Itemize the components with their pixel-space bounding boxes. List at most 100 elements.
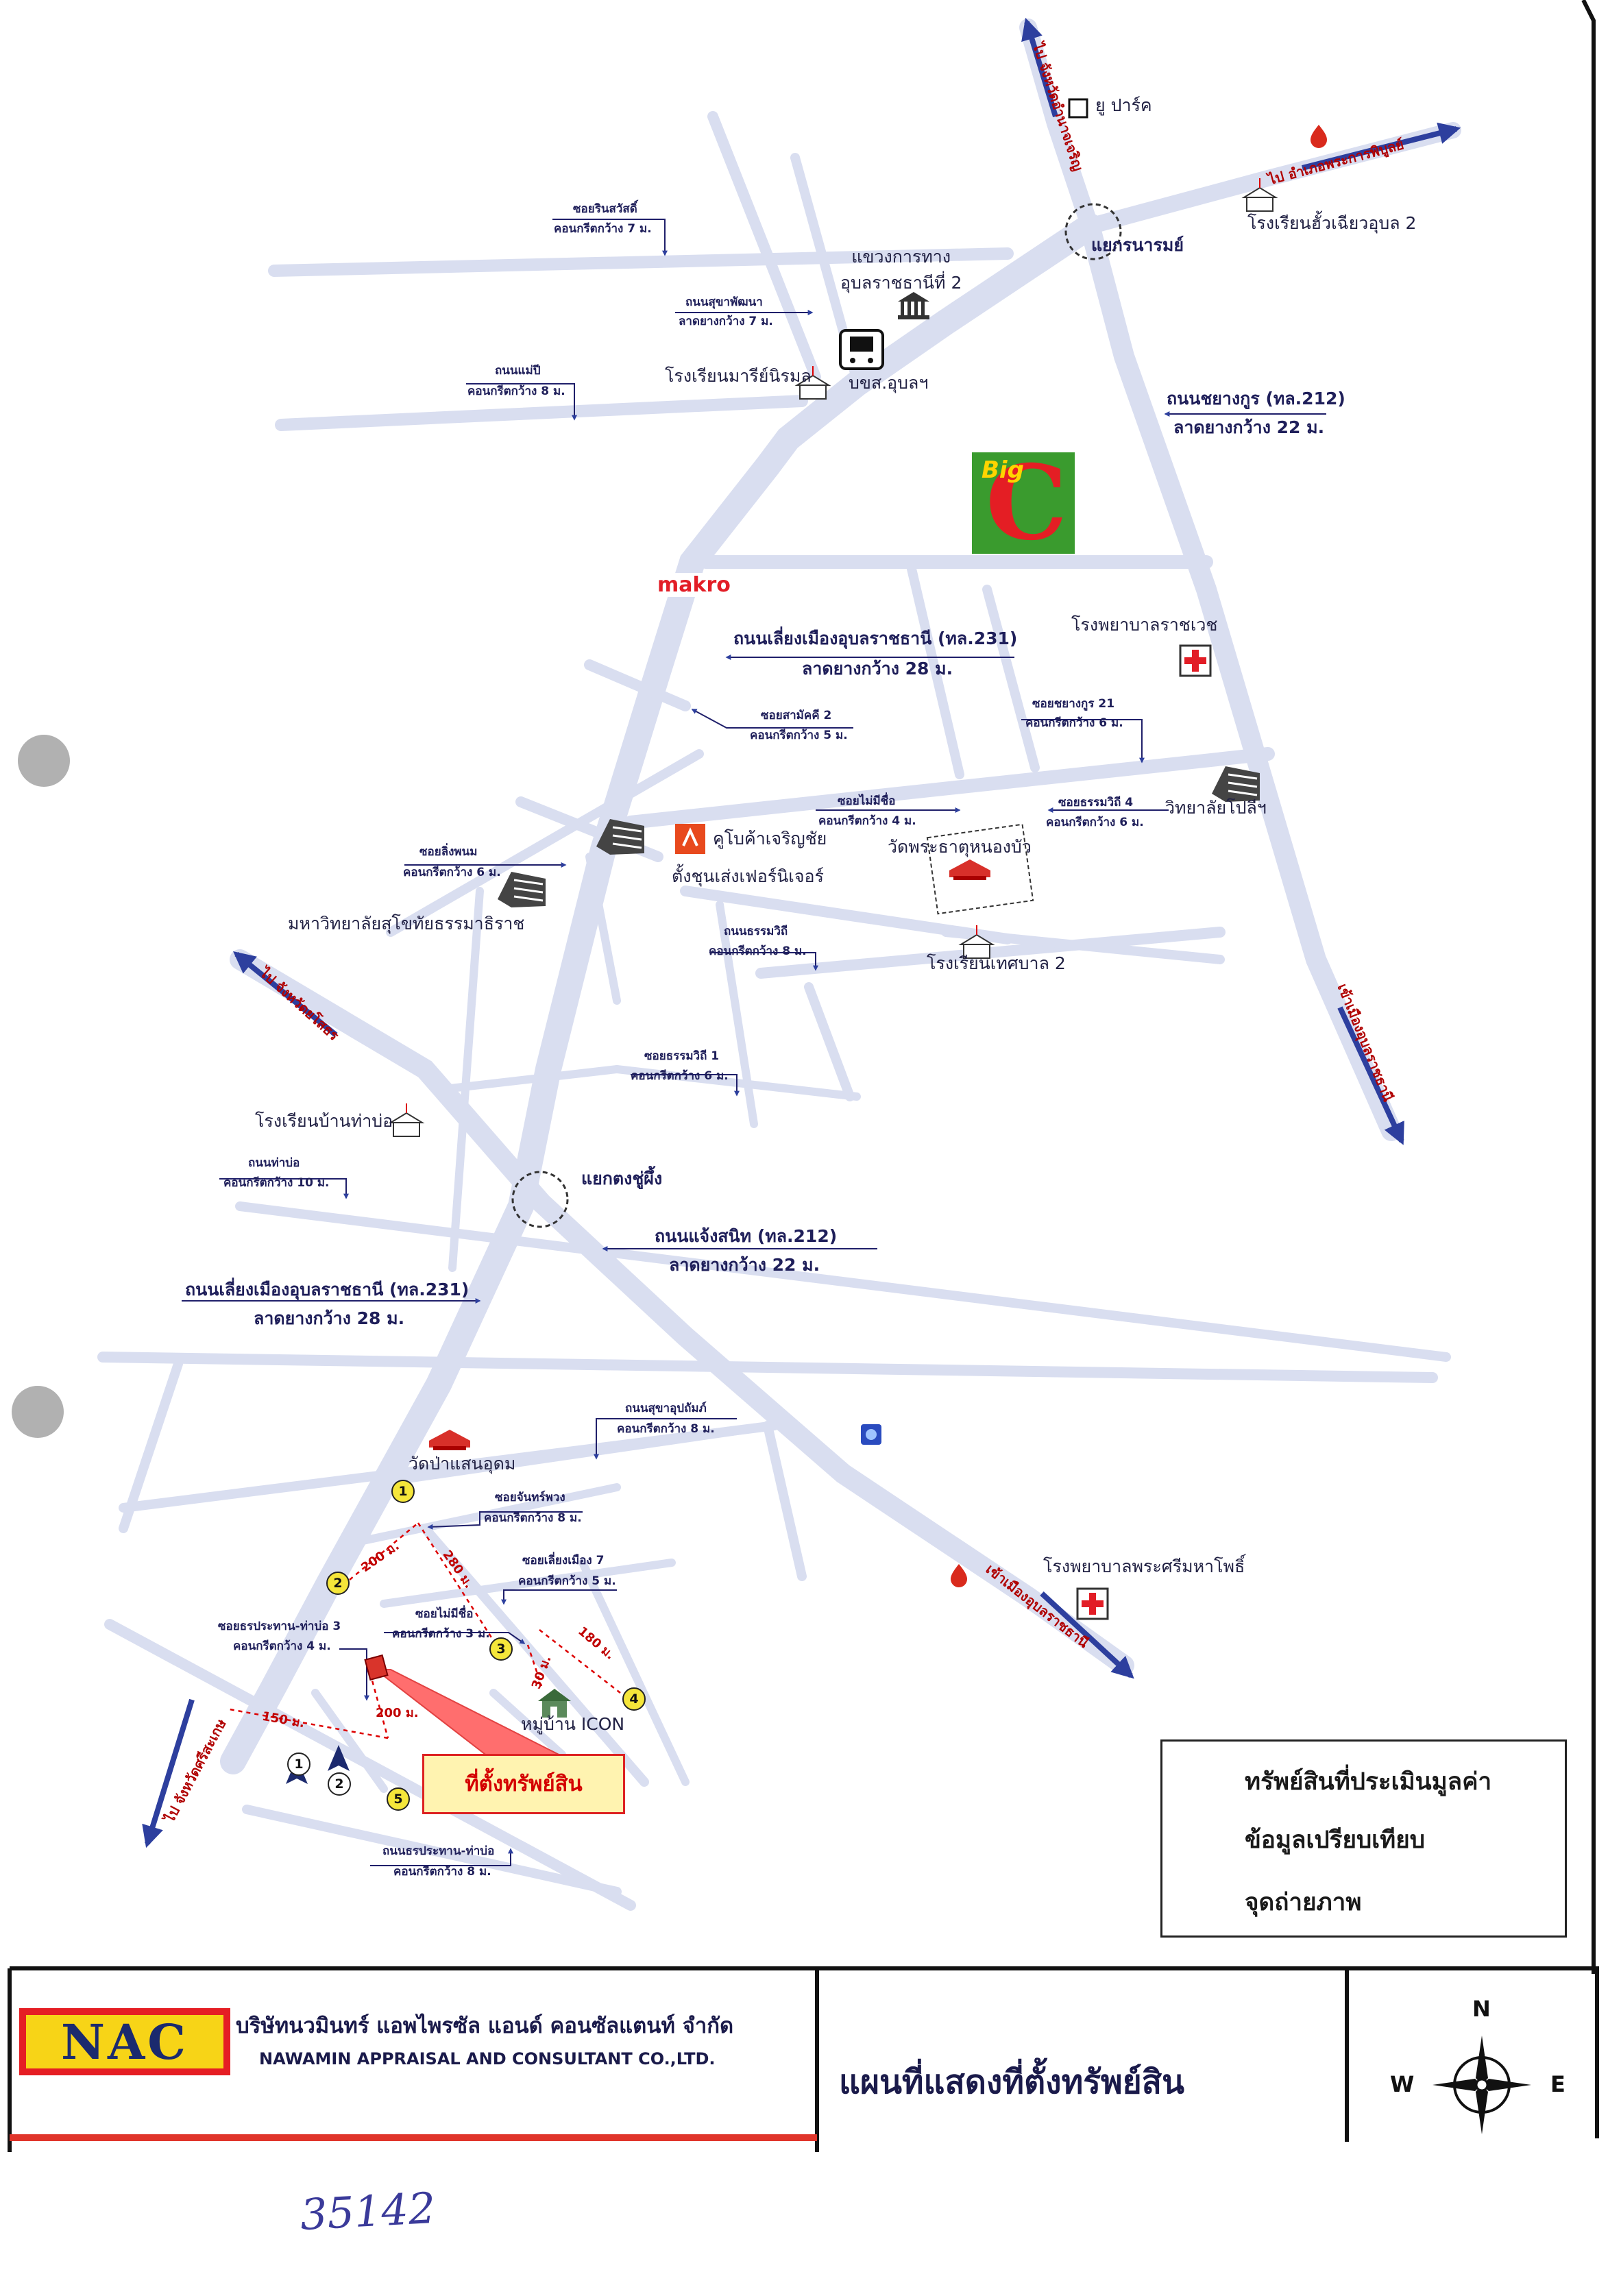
map-legend: ทรัพย์สินที่ประเมินมูลค่า ข้อมูลเปรียบเท… (1160, 1739, 1567, 1938)
subject-marker (364, 1654, 389, 1681)
road-label-thammawithi: ถนนธรรมวิถี (724, 925, 788, 938)
label-kubo: คูโบค้าเจริญชัย (713, 829, 827, 848)
label-icon-village: หมู่บ้าน ICON (521, 1714, 625, 1734)
school-icon-huaquiaw (1241, 178, 1278, 212)
road-spec-prathan: คอนกรีตกว้าง 8 ม. (393, 1865, 491, 1879)
road-spec-thapo: คอนกรีตกว้าง 10 ม. (223, 1176, 330, 1190)
punch-hole-bottom (12, 1386, 64, 1438)
intersection-tungsumung (511, 1171, 569, 1228)
comparable-marker-2[interactable]: 2 (326, 1572, 350, 1595)
legend-row-photo-point: จุดถ่ายภาพ (1245, 1881, 1361, 1922)
wat-nongbua-outline (926, 823, 1034, 915)
label-school-huaquiaw: โรงเรียนฮั้วเฉียวอุบล 2 (1247, 213, 1417, 233)
legend-comparable-text: ข้อมูลเปรียบเทียบ (1245, 1826, 1425, 1854)
photo-point-label-2[interactable]: 2 (328, 1772, 351, 1796)
label-yaek-kranam: แยกรนารมย์ (1091, 235, 1184, 255)
road-spec-soi-chayangkun21: คอนกรีตกว้าง 6 ม. (1025, 716, 1123, 730)
makro-logo: makro (655, 573, 733, 597)
legend-row-comparable: ข้อมูลเปรียบเทียบ (1245, 1819, 1425, 1860)
road-label-soi-maimi2: ซอยไม่มีชื่อ (415, 1607, 474, 1621)
school-icon-banthapo (388, 1103, 425, 1137)
comparable-marker-3[interactable]: 3 (489, 1637, 513, 1661)
compass-north-label: N (1472, 1996, 1491, 2022)
road-spec-soi-thammawithi4: คอนกรีตกว้าง 6 ม. (1046, 816, 1144, 829)
road-label-chayangkun: ถนนชยางกูร (ทล.212) (1167, 389, 1345, 408)
label-tech-college: วิทยาลัยโปลีฯ (1165, 798, 1267, 818)
road-spec-soi-chanphong: คอนกรีตกว้าง 8 ม. (484, 1511, 582, 1525)
legend-row-subject: ทรัพย์สินที่ประเมินมูลค่า (1245, 1761, 1491, 1802)
company-logo-text: NAC (26, 2015, 223, 2070)
distance-lines (229, 1522, 621, 1739)
label-wat-nongbua: วัดพระธาตุหนองบัว (888, 837, 1032, 857)
footer-accent-bar (10, 2134, 817, 2141)
road-spec-soi-sinsawat: คอนกรีตกว้าง 7 ม. (554, 222, 652, 236)
compass-west-label: W (1390, 2071, 1415, 2097)
comparable-marker-1[interactable]: 1 (391, 1480, 415, 1503)
road-label-soi-prathan3: ซอยธรประทาน-ท่าบ่อ 3 (218, 1620, 341, 1633)
road-spec-bypass-south: ลาดยางกว้าง 28 ม. (254, 1308, 405, 1328)
road-label-sukhapibal: ถนนสุขาอุปถัมภ์ (625, 1402, 707, 1415)
road-spec-suphap: ลาดยางกว้าง 7 ม. (679, 315, 773, 328)
government-office-icon (898, 292, 929, 319)
direction-arrows (142, 17, 1461, 1848)
road-label-soi-sinsawat: ซอยรินสวัสดิ์ (573, 202, 637, 216)
road-spec-soi-liangmueang7: คอนกรีตกว้าง 5 ม. (518, 1574, 616, 1588)
handwritten-note: 35142 (299, 2182, 437, 2240)
bigc-logo-word: Big (982, 456, 1024, 484)
road-spec-bypass-north: ลาดยางกว้าง 28 ม. (802, 659, 953, 679)
road-spec-thammawithi: คอนกรีตกว้าง 8 ม. (709, 944, 807, 958)
road-bypass-231 (220, 213, 1103, 1774)
bigc-logo: C Big (972, 452, 1075, 554)
compass-east-label: E (1550, 2071, 1565, 2097)
legend-photo-point-text: จุดถ่ายภาพ (1245, 1888, 1362, 1916)
map-title: แผนที่แสดงที่ตั้งทรัพย์สิน (839, 2063, 1184, 2101)
road-spec-chaengsanit: ลาดยางกว้าง 22 ม. (669, 1255, 820, 1275)
road-network (97, 19, 1461, 1911)
gas-station-icon-north (1311, 125, 1327, 148)
road-label-soi-lingphom: ซอยลิ่งพนม (419, 845, 478, 859)
label-yaek-tungsumung: แยกตงชู่ผึ้ง (581, 1169, 663, 1188)
compass-rose (1433, 2036, 1531, 2134)
road-label-maemi: ถนนแม่ปี (495, 364, 541, 378)
road-spec-sukhapibal: คอนกรีตกว้าง 8 ม. (617, 1422, 715, 1436)
road-label-soi-thammawithi4: ซอยธรรมวิถี 4 (1058, 796, 1134, 809)
punch-hole-top (18, 735, 70, 787)
label-stou: มหาวิทยาลัยสุโขทัยธรรมาธิราช (288, 914, 525, 933)
college-building-icon (1212, 766, 1260, 802)
label-wat-pasaen: วัดป่าแสนอุดม (409, 1454, 516, 1474)
road-spec-soi-samakkhi: คอนกรีตกว้าง 5 ม. (750, 729, 848, 742)
road-spec-soi-thammawithi1: คอนกรีตกว้าง 6 ม. (631, 1069, 729, 1083)
school-icon-mary (794, 366, 831, 400)
road-chaengsanit-212 (230, 949, 1134, 1676)
photo-point-label-1[interactable]: 1 (287, 1752, 310, 1776)
label-furniture: ตั้งชุนเส่งเฟอร์นิเจอร์ (672, 866, 824, 886)
kubo-building-icon (596, 819, 644, 855)
label-bus-terminal: บขส.อุบลฯ (849, 373, 929, 393)
label-land-office: แขวงการทาง อุบลราชธานีที่ 2 (840, 247, 962, 293)
road-label-soi-chayangkun21: ซอยชยางกูร 21 (1032, 697, 1115, 711)
road-label-bypass-south: ถนนเลี่ยงเมืองอุบลราชธานี (ทล.231) (185, 1280, 470, 1299)
stou-building-icon (498, 872, 546, 907)
road-label-soi-liangmueang7: ซอยเลี่ยงเมือง 7 (522, 1554, 605, 1567)
footer: NAC บริษัทนวมินทร์ แอพไพรซัล แอนด์ คอนซั… (10, 1967, 1598, 2138)
label-u-park: ยู ปาร์ค (1095, 95, 1152, 115)
road-spec-maemi: คอนกรีตกว้าง 8 ม. (467, 384, 565, 398)
road-spec-soi-maimi2: คอนกรีตกว้าง 3 ม. (392, 1627, 490, 1641)
comparable-marker-4[interactable]: 4 (622, 1687, 646, 1711)
bus-icon (839, 329, 884, 370)
shop-logo-icon (675, 824, 705, 854)
company-name-en: NAWAMIN APPRAISAL AND CONSULTANT CO.,LTD… (259, 2049, 716, 2068)
comparable-marker-5[interactable]: 5 (387, 1787, 410, 1811)
road-label-thapo: ถนนท่าบ่อ (248, 1156, 300, 1170)
photo-point-marker-2 (328, 1745, 350, 1771)
label-hospital-ratchawet: โรงพยาบาลราชเวช (1071, 615, 1218, 635)
distance-label-5: 200 ม. (376, 1706, 419, 1720)
road-label-prathan: ถนนธรประทาน-ท่าบ่อ (382, 1844, 495, 1858)
label-school-mary: โรงเรียนมารีย์นิรมล (665, 366, 812, 386)
legend-subject-text: ทรัพย์สินที่ประเมินมูลค่า (1245, 1768, 1492, 1796)
village-house-icon (538, 1689, 571, 1718)
company-logo: NAC (19, 2008, 230, 2075)
road-label-soi-thammawithi1: ซอยธรรมวิถี 1 (644, 1049, 720, 1063)
u-park-icon (1068, 98, 1088, 119)
